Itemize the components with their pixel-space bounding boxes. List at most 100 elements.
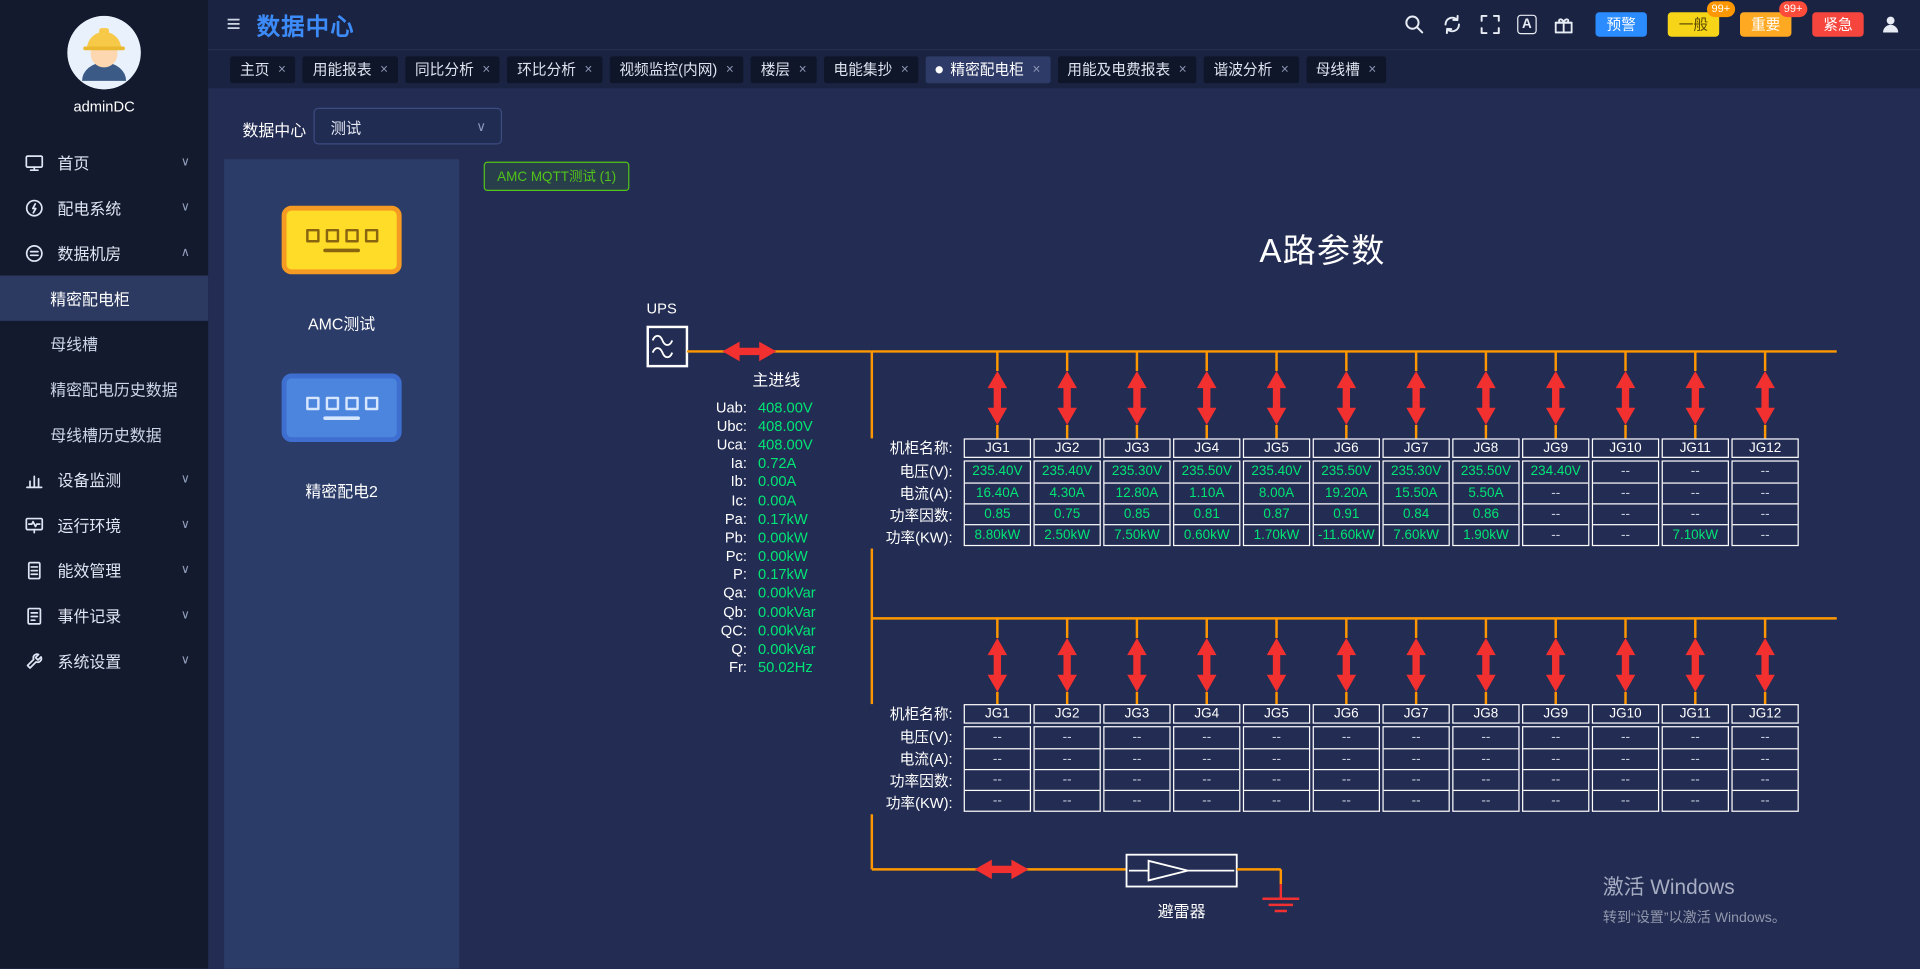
fullscreen-icon[interactable]: [1479, 13, 1501, 35]
value-cell: 0.85: [1104, 503, 1170, 524]
lower-col-JG8: JG8--------: [1452, 704, 1520, 814]
sidebar-item-data-room[interactable]: 数据机房∧: [0, 230, 208, 275]
close-icon[interactable]: ×: [482, 61, 491, 77]
value-cell: 235.30V: [1111, 464, 1163, 479]
sidebar-subitem-label: 母线槽: [50, 335, 98, 354]
font-size-icon[interactable]: A: [1517, 14, 1537, 35]
tab-energy-fee-report[interactable]: 用能及电费报表×: [1057, 55, 1197, 83]
measurement-row: Qa:0.00kVar: [637, 584, 815, 603]
sidebar-subitem-precision-cabinet[interactable]: 精密配电柜: [0, 275, 209, 321]
cabinet-name-cell: JG11: [1661, 438, 1729, 458]
sidebar-subitem-label: 母线槽历史数据: [50, 426, 162, 445]
value-cell: 0.81: [1174, 503, 1240, 524]
cabinet-ports: [305, 396, 378, 410]
sidebar-item-power-system[interactable]: 配电系统∨: [0, 185, 208, 230]
lower-col-JG5: JG5--------: [1242, 704, 1311, 814]
alert-button-forewarn[interactable]: 预警: [1595, 12, 1647, 37]
gift-icon[interactable]: [1553, 13, 1575, 35]
tab-label: 精密配电柜: [950, 61, 1024, 79]
close-icon[interactable]: ×: [725, 61, 734, 77]
tab-busway[interactable]: 母线槽 ×: [1305, 55, 1387, 83]
cabinet-value-cells: --------: [1661, 726, 1729, 812]
cabinet-name-cell: JG6: [1312, 704, 1381, 724]
close-icon[interactable]: ×: [1178, 61, 1187, 77]
tab-precision-cabinet[interactable]: 精密配电柜 ×: [925, 55, 1051, 83]
device-item-amc-test[interactable]: AMC测试: [224, 205, 459, 335]
upper-col-JG11: JG11------7.10kW: [1661, 438, 1729, 548]
cabinet-name-cell: JG1: [963, 704, 1032, 724]
measurement-name: Ia:: [730, 454, 747, 472]
sidebar-subitem-precision-history[interactable]: 精密配电历史数据: [0, 366, 208, 411]
close-icon[interactable]: ×: [900, 61, 909, 77]
sidebar-item-energy-mgmt[interactable]: 能效管理∨: [0, 547, 208, 592]
close-icon[interactable]: ×: [1368, 61, 1377, 77]
tab-floor[interactable]: 楼层×: [750, 55, 817, 83]
row-label: 电流(A):: [899, 484, 953, 503]
close-icon[interactable]: ×: [584, 61, 593, 77]
tab-yoy-analysis[interactable]: 同比分析×: [405, 55, 501, 83]
chevron-down-icon: ∨: [180, 653, 190, 668]
datacenter-select[interactable]: 测试 ∨: [313, 107, 503, 145]
tab-label: 母线槽: [1315, 61, 1360, 79]
tab-meter-reading[interactable]: 电能集抄×: [823, 55, 919, 83]
value-cell: --: [1662, 768, 1728, 790]
diagram-title: A路参数: [1259, 232, 1386, 270]
close-icon[interactable]: ×: [277, 61, 286, 77]
tab-mom-analysis[interactable]: 环比分析×: [507, 55, 603, 83]
close-icon[interactable]: ×: [798, 61, 807, 77]
measurement-name: Q:: [731, 640, 747, 658]
cabinet-value-cells: --------: [1242, 726, 1311, 812]
tab-harmonic-analysis[interactable]: 谐波分析×: [1203, 55, 1299, 83]
device-item-precision-2[interactable]: 精密配电2: [224, 373, 459, 502]
username: adminDC: [73, 97, 135, 116]
refresh-icon[interactable]: [1441, 13, 1463, 35]
tab-video-monitor[interactable]: 视频监控(内网)×: [609, 55, 744, 83]
sidebar-subitem-busway[interactable]: 母线槽: [0, 321, 208, 366]
value-cell: --: [1523, 748, 1589, 769]
measurement-name: P:: [733, 566, 747, 584]
sidebar-item-environment[interactable]: 运行环境∨: [0, 502, 208, 547]
sidebar-subitem-busway-history[interactable]: 母线槽历史数据: [0, 411, 208, 456]
lower-row-labels: 机柜名称:电压(V):电流(A):功率因数:功率(KW):: [869, 704, 961, 814]
user-icon[interactable]: [1880, 13, 1902, 35]
lower-col-JG2: JG2--------: [1033, 704, 1101, 814]
close-icon[interactable]: ×: [1032, 61, 1041, 77]
measurement-name: QC:: [720, 621, 747, 639]
measurement-value: 0.00kW: [757, 547, 808, 565]
measurement-name: Pc:: [725, 547, 747, 565]
search-icon[interactable]: [1403, 13, 1425, 35]
sidebar-item-event-log[interactable]: 事件记录∨: [0, 593, 208, 638]
close-icon[interactable]: ×: [380, 61, 389, 77]
lower-col-JG10: JG10--------: [1591, 704, 1660, 814]
value-cell: 234.40V: [1530, 464, 1581, 479]
sidebar-item-device-monitor[interactable]: 设备监测∨: [0, 457, 208, 502]
cabinet-value-cells: --------: [1731, 460, 1799, 547]
tab-home[interactable]: 主页×: [230, 55, 296, 83]
close-icon[interactable]: ×: [1280, 61, 1289, 77]
lower-col-JG6: JG6--------: [1312, 704, 1381, 814]
value-cell: --: [1690, 729, 1700, 745]
sidebar-item-system-settings[interactable]: 系统设置∨: [0, 638, 208, 683]
sidebar-subitem-label: 精密配电历史数据: [50, 380, 178, 400]
value-cell: --: [1593, 768, 1658, 790]
measurement-row: Uab:408.00V: [637, 398, 816, 417]
row-label: 电压(V):: [899, 462, 953, 481]
cabinet-value-cells: --------: [1591, 460, 1660, 547]
cabinet-value-cells: --------: [1591, 726, 1660, 812]
alert-button-critical[interactable]: 紧急: [1812, 12, 1864, 37]
sidebar-item-home[interactable]: 首页∨: [0, 140, 208, 185]
cabinet-name-cell: JG2: [1033, 704, 1101, 724]
hamburger-menu-icon[interactable]: ≡: [226, 11, 241, 38]
measurement-name: Fr:: [728, 659, 747, 677]
value-cell: 0.86: [1453, 503, 1519, 524]
device-group-tag[interactable]: AMC MQTT测试 (1): [483, 161, 630, 192]
tab-energy-report[interactable]: 用能报表×: [303, 55, 398, 83]
measurement-value: 0.72A: [757, 454, 797, 472]
value-cell: --: [1732, 789, 1798, 811]
value-cell: 235.40V: [1251, 464, 1302, 479]
measurement-row: QC:0.00kVar: [637, 621, 816, 640]
